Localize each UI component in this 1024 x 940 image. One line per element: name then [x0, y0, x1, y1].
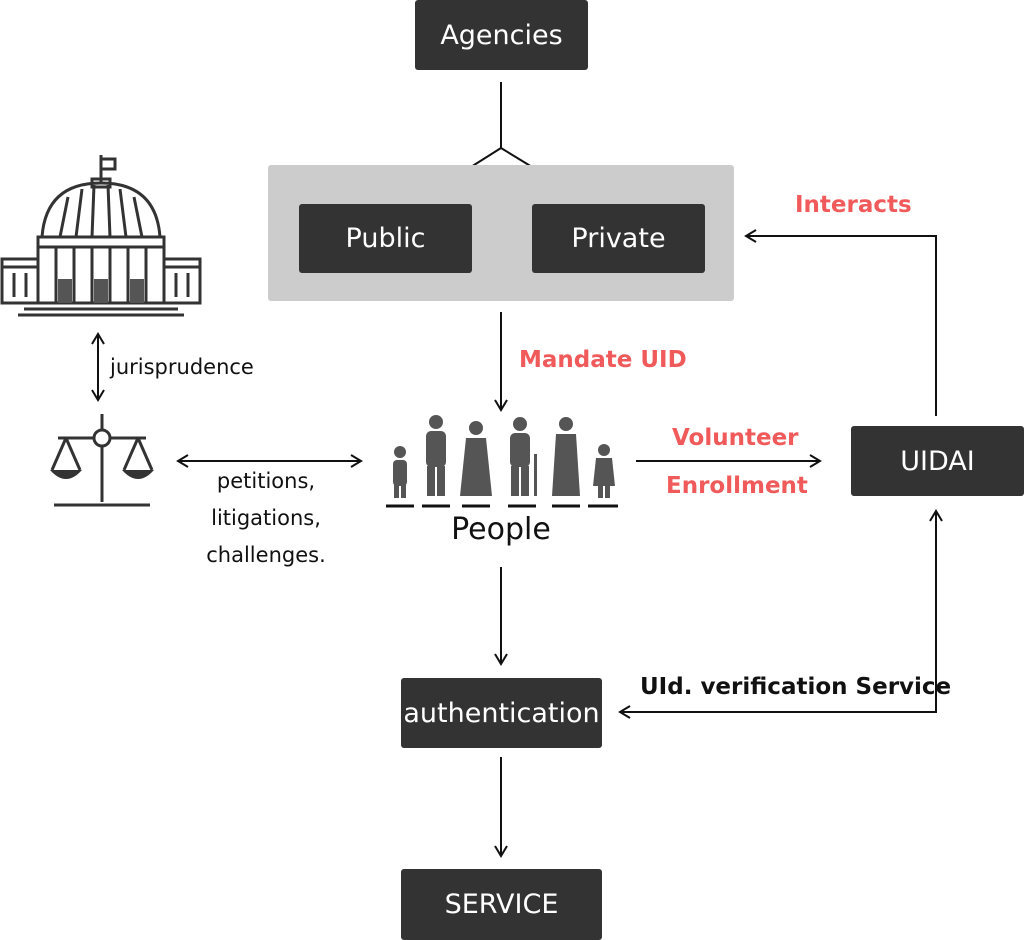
petitions-line-1: petitions, [216, 469, 316, 493]
mandate-uid-label: Mandate UID [519, 347, 687, 373]
volunteer-label: Volunteer [672, 425, 799, 451]
petitions-label: petitions, litigations, challenges. [196, 463, 336, 574]
jurisprudence-label: jurisprudence [110, 355, 254, 379]
private-box: Private [532, 204, 705, 273]
authentication-box: authentication [401, 678, 602, 748]
verification-arrow [618, 509, 943, 719]
petitions-line-3: challenges. [206, 543, 326, 567]
uidai-box: UIDAI [851, 426, 1024, 496]
people-group-icon [386, 415, 618, 508]
agencies-box: Agencies [415, 0, 588, 70]
interacts-arrow [744, 229, 937, 416]
interacts-label: Interacts [795, 192, 912, 218]
public-box: Public [299, 204, 472, 273]
enrollment-label: Enrollment [666, 473, 808, 499]
petitions-line-2: litigations, [211, 506, 321, 530]
parliament-building-icon [0, 155, 202, 317]
people-label: People [451, 512, 551, 547]
scales-of-justice-icon [50, 414, 154, 507]
verification-label: UId. verification Service [640, 674, 952, 700]
service-box: SERVICE [401, 869, 602, 940]
